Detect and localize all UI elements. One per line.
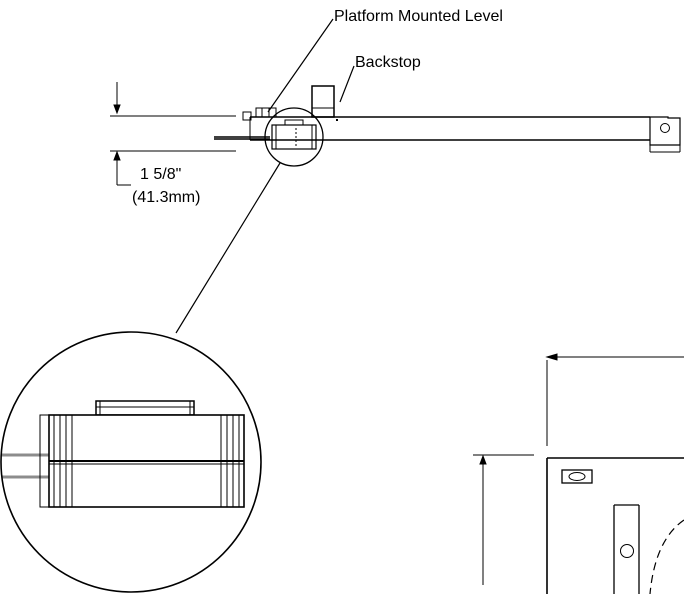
detail-circle-small	[264, 107, 324, 167]
backstop-leader-line	[339, 65, 355, 103]
backstop-label: Backstop	[355, 54, 421, 71]
platform-level-label: Platform Mounted Level	[334, 8, 503, 25]
level-unit-small	[271, 119, 317, 150]
platform-level-body	[255, 107, 277, 118]
detail-leader-line	[175, 162, 281, 334]
dimension-mm-label: (41.3mm)	[132, 189, 201, 206]
level-leader-line	[267, 18, 334, 113]
dimension-marks	[110, 82, 236, 186]
detail-circle-large	[0, 331, 262, 593]
level-detail-enlarged	[1, 400, 245, 508]
platform-arm-side-view	[242, 111, 681, 153]
dimension-inches-label: 1 5/8"	[140, 166, 182, 183]
top-view-partial	[473, 353, 684, 594]
backstop-block	[311, 85, 335, 118]
probe-rod	[214, 136, 270, 140]
